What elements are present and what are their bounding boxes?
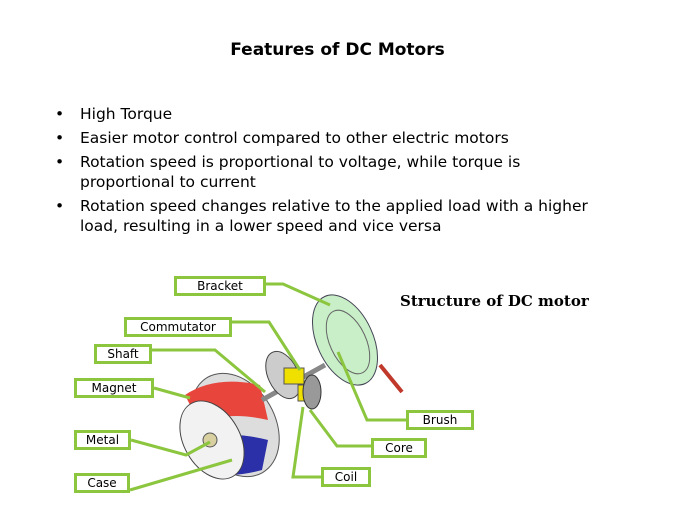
label-coil: Coil (321, 467, 371, 487)
bullet-item: •Easier motor control compared to other … (55, 129, 509, 147)
label-core: Core (371, 438, 427, 458)
label-shaft: Shaft (94, 344, 152, 364)
bullet-item: •Rotation speed changes relative to the … (55, 197, 588, 235)
bullet-item: •Rotation speed is proportional to volta… (55, 153, 521, 191)
bullet-icon: • (55, 129, 65, 147)
callout-lines (129, 282, 406, 492)
slide-title: Features of DC Motors (230, 40, 445, 60)
feature-list: •High Torque •Easier motor control compa… (55, 104, 615, 240)
bullet-icon: • (55, 105, 65, 123)
bullet-icon: • (55, 197, 65, 215)
rotor-illustration (260, 350, 327, 410)
bracket-illustration (312, 294, 404, 394)
label-metal: Metal (74, 430, 131, 450)
label-commutator: Commutator (124, 317, 232, 337)
label-bracket: Bracket (174, 276, 266, 296)
label-brush: Brush (406, 410, 474, 430)
diagram-title: Structure of DC motor (400, 292, 589, 310)
label-case: Case (74, 473, 130, 493)
bullet-item: •High Torque (55, 105, 173, 123)
bullet-icon: • (55, 153, 65, 171)
label-magnet: Magnet (74, 378, 154, 398)
